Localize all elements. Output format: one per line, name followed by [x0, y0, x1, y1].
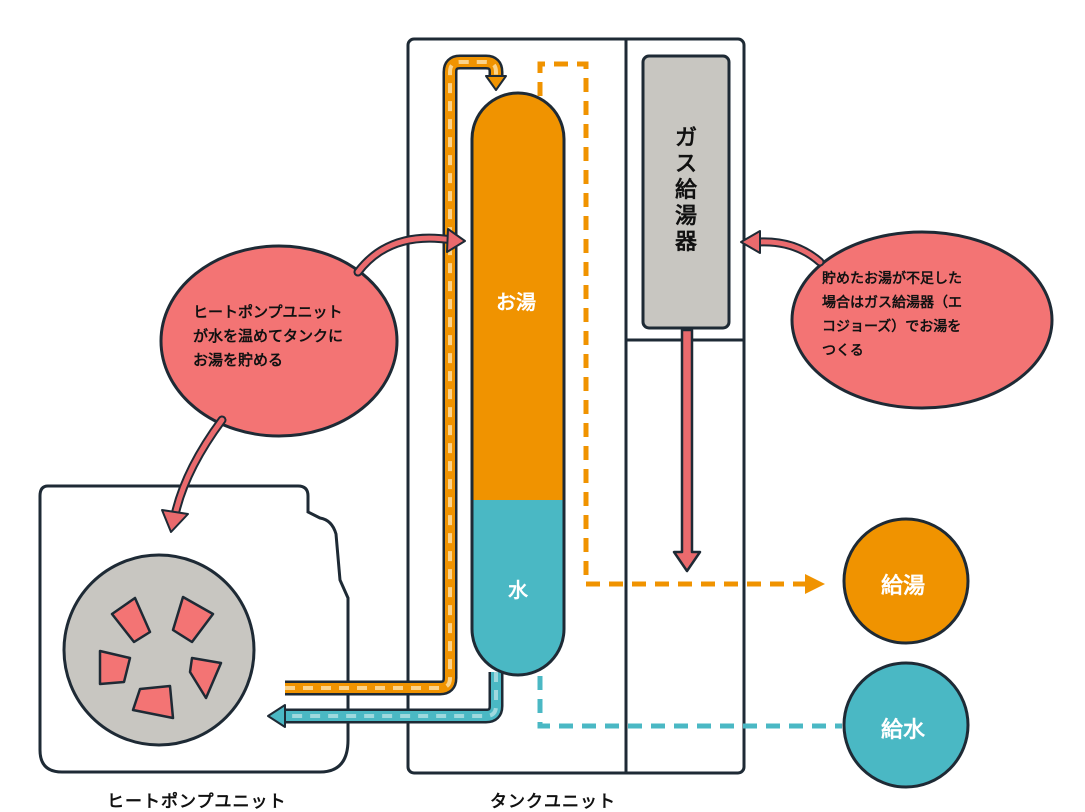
callout-line: 場合はガス給湯器（エ: [822, 295, 962, 311]
callout-line: コジョーズ）でお湯を: [822, 319, 962, 335]
fan-blade: [188, 656, 223, 700]
callout-line: が水を温めてタンクに: [193, 327, 344, 345]
gas-heater-char: 器: [674, 230, 697, 255]
supply-water-circle: [842, 661, 970, 789]
supply-hot-circle: [842, 517, 970, 645]
fan-blade: [98, 649, 132, 686]
heat-pump-unit-label: ヒートポンプユニット: [107, 792, 287, 812]
tank-unit-label: タンクユニット: [490, 792, 616, 812]
gas-heater: [641, 54, 731, 330]
callout-line: ヒートポンプユニット: [193, 303, 343, 321]
cold-water-label: 水: [508, 578, 528, 602]
gas-heater-char: 給: [674, 178, 697, 203]
gas-heater-label: ガ ス 給 湯 器: [671, 126, 701, 256]
callout-right-text: 貯めたお湯が不足した 場合はガス給湯器（エ コジョーズ）でお湯を つくる: [822, 267, 1027, 363]
gas-heater-char: 湯: [674, 204, 697, 229]
fan-blade: [110, 596, 152, 644]
cold-supply-line: [537, 676, 842, 729]
callout-left-text: ヒートポンプユニット が水を温めてタンクに お湯を貯める: [193, 300, 383, 372]
callout-line: つくる: [822, 343, 864, 359]
arrow-icon: [805, 574, 825, 594]
arrow-icon: [485, 75, 507, 91]
hot-water-label: お湯: [496, 290, 536, 314]
callout-left: [159, 244, 399, 438]
gas-heater-char: ガ: [674, 126, 697, 151]
tank-hot-section: [472, 93, 564, 500]
fan-blade: [171, 595, 215, 644]
supply-water-label: 給水: [881, 718, 926, 743]
fan-icon: [62, 553, 256, 747]
callout-line: お湯を貯める: [193, 351, 284, 369]
hot-supply-line: [537, 61, 805, 587]
gas-heater-char: ス: [674, 152, 697, 177]
arrow-icon: [161, 509, 189, 533]
fan-blades: [98, 595, 223, 720]
callout-line: 貯めたお湯が不足した: [822, 271, 962, 287]
arrow-icon: [267, 704, 286, 728]
supply-hot-label: 給湯: [881, 574, 926, 599]
callout-right: [790, 230, 1054, 410]
arrow-icon: [740, 230, 761, 254]
fan-blade: [131, 684, 175, 720]
arrow-icon: [446, 228, 466, 253]
gas-heater-output-arrow: [672, 328, 702, 573]
